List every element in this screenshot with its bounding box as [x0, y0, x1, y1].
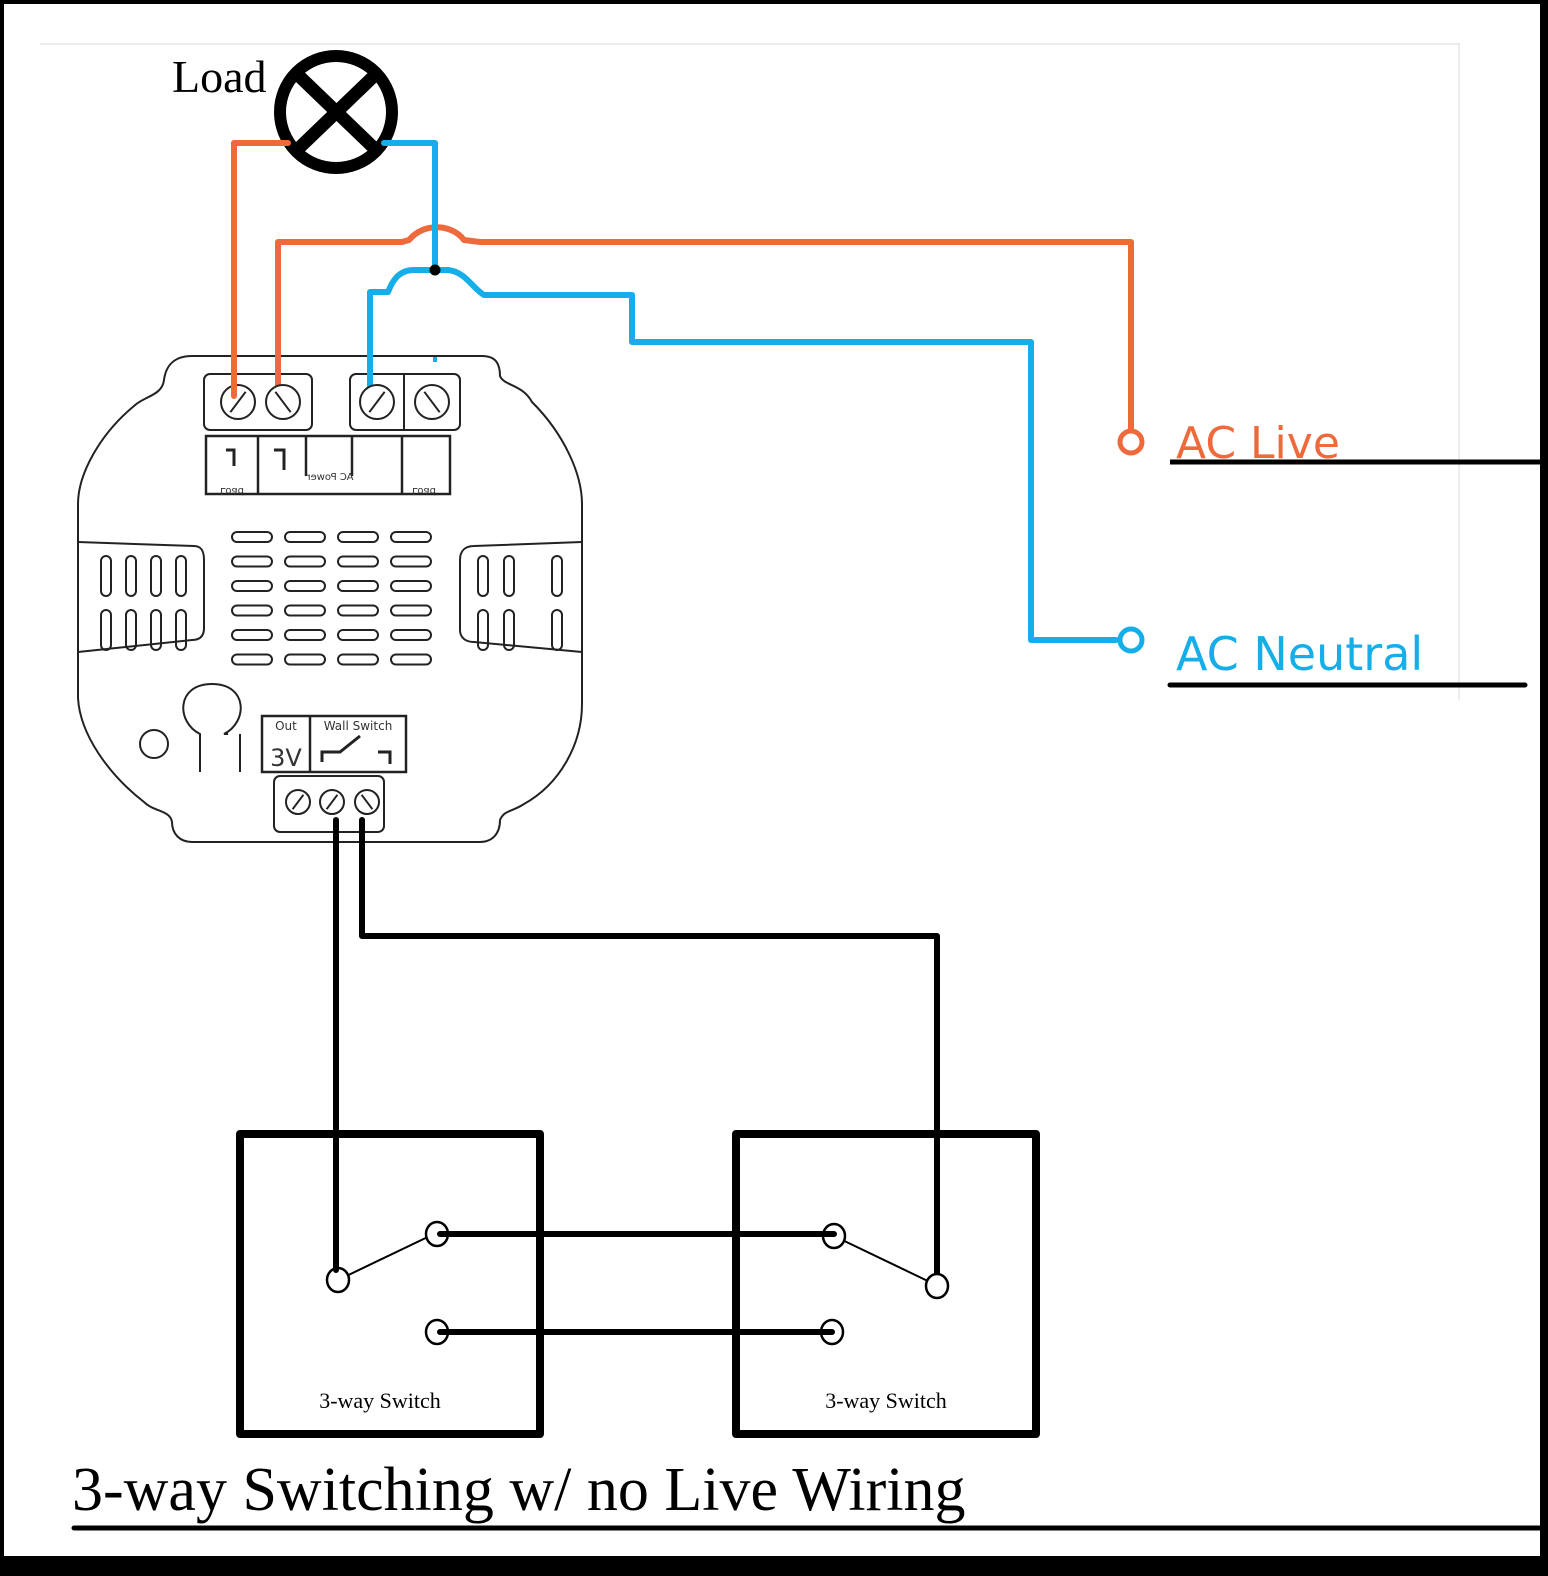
vent-slot: [551, 555, 563, 597]
vent-slot: [284, 629, 326, 641]
diagram-canvas: Load AC Live AC Neutral: [4, 4, 1540, 1556]
live-wire-supply: [275, 224, 1134, 433]
vent-slot: [231, 629, 273, 641]
vent-slot: [175, 609, 187, 651]
mount-hole-keyhole: [182, 682, 242, 772]
screw-slot: [360, 794, 374, 810]
vent-slot: [231, 531, 273, 543]
vent-slot: [100, 555, 112, 597]
wall-switch-label-box: [260, 714, 408, 774]
wall-switch-terminal-block: [273, 775, 385, 833]
screw-slot: [423, 391, 441, 413]
vent-slot: [284, 555, 326, 568]
switch-wire-common-2: [359, 817, 940, 1277]
screw-icon: [319, 789, 345, 815]
ac-live-terminal-icon: [1117, 428, 1145, 456]
switch-1-lever: [337, 1233, 435, 1281]
ac-neutral-label: AC Neutral: [1176, 627, 1423, 681]
wire-junction-dot: [429, 264, 441, 276]
switch-symbol-icon: [320, 734, 361, 762]
screw-slot: [368, 391, 386, 413]
vent-slot: [231, 555, 273, 568]
terminal-l-mark: [226, 448, 236, 466]
vent-slot: [390, 653, 432, 666]
screw-icon: [285, 789, 311, 815]
screw-slot: [325, 794, 339, 810]
switch-1-label: 3-way Switch: [319, 1388, 441, 1413]
screw-icon: [220, 384, 256, 420]
vent-slots: [100, 531, 563, 666]
vent-slot: [337, 580, 379, 592]
load-left-label: Load: [220, 485, 244, 496]
screw-icon: [359, 384, 395, 420]
vent-slot: [125, 555, 137, 597]
load-right-label: Load: [412, 485, 436, 496]
vent-slot: [150, 609, 162, 651]
vent-slot: [477, 609, 489, 651]
voltage-label: 3V: [270, 744, 302, 772]
vent-slot: [337, 531, 379, 543]
vent-slot: [284, 653, 326, 666]
neutral-wire-load: [381, 140, 438, 273]
vent-slot: [390, 629, 432, 641]
neutral-wire-supply: [367, 267, 1119, 643]
wiring-diagram: Load AC Live AC Neutral: [40, 43, 1540, 1531]
switch-2-common-contact: [924, 1272, 950, 1300]
vent-slot: [337, 629, 379, 641]
load-lamp-icon: [274, 50, 398, 174]
out-label: Out: [275, 719, 297, 733]
terminal-block-left: [203, 373, 313, 431]
vent-slot: [390, 604, 432, 617]
vent-slot: [390, 531, 432, 543]
left-panel-outline: [77, 541, 205, 653]
switch-2-label: 3-way Switch: [825, 1388, 947, 1413]
screw-icon: [354, 789, 380, 815]
three-way-switch-1-box: [236, 1130, 544, 1438]
vent-slot: [125, 609, 137, 651]
vent-slot: [284, 604, 326, 617]
load-label: Load: [172, 51, 267, 102]
ac-neutral-terminal-icon: [1117, 626, 1145, 654]
smart-switch-module: [77, 355, 583, 843]
vent-slot: [337, 604, 379, 617]
terminal-l-mark: [274, 448, 286, 470]
terminal-label-strip: [204, 434, 452, 496]
vent-slot: [337, 653, 379, 666]
screw-slot: [291, 794, 305, 810]
vent-slot: [551, 609, 563, 651]
vent-slot: [175, 555, 187, 597]
mount-hole-small: [139, 729, 169, 759]
module-body-outline: [77, 355, 583, 843]
vent-slot: [231, 653, 273, 666]
vent-slot: [284, 580, 326, 592]
vent-slot: [150, 555, 162, 597]
three-way-switch-2-box: [732, 1130, 1040, 1438]
switch-2-lever: [833, 1235, 935, 1285]
screw-icon: [414, 384, 450, 420]
vent-slot: [503, 555, 515, 597]
live-wire-load: [231, 140, 291, 399]
screw-icon: [265, 384, 301, 420]
wall-switch-label: Wall Switch: [324, 719, 393, 733]
vent-slot: [100, 609, 112, 651]
diagram-title: 3-way Switching w/ no Live Wiring: [72, 1456, 966, 1524]
screw-slot: [274, 391, 292, 413]
terminal-screws: [220, 384, 450, 815]
vent-slot: [231, 604, 273, 617]
vent-slot: [503, 609, 515, 651]
vent-slot: [390, 555, 432, 568]
vent-slot: [284, 531, 326, 543]
vent-slot: [390, 580, 432, 592]
ac-power-label: AC Power: [306, 472, 354, 483]
vent-slot: [231, 580, 273, 592]
screw-slot: [229, 391, 247, 413]
vent-slot: [477, 555, 489, 597]
vent-slot: [337, 555, 379, 568]
right-panel-outline: [459, 541, 583, 653]
